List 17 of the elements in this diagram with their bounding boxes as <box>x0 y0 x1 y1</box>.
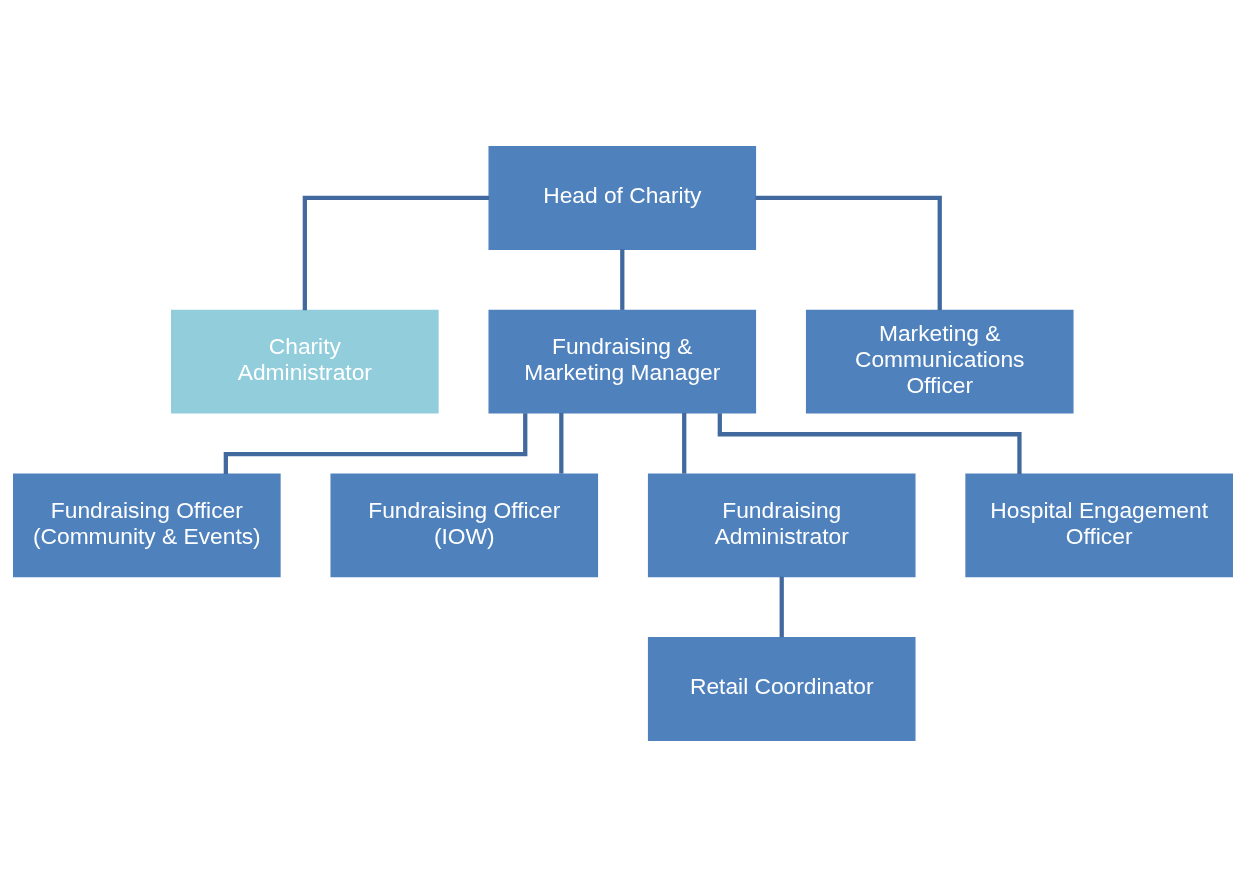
node-box: Charity Administrator <box>171 309 439 414</box>
connector <box>559 413 564 474</box>
connector <box>717 413 1022 474</box>
connector <box>223 413 528 474</box>
node-box: Fundraising Administrator <box>647 473 916 578</box>
node-box: Fundraising Officer (Community & Events) <box>13 473 281 578</box>
node-box: Marketing & Communications Officer <box>805 309 1074 414</box>
connector <box>779 576 784 638</box>
connector <box>682 413 687 474</box>
node-box: Fundraising & Marketing Manager <box>488 309 757 414</box>
connector <box>755 195 942 311</box>
connector <box>302 195 490 311</box>
connector <box>620 249 625 310</box>
node-box: Head of Charity <box>488 146 757 250</box>
node-box: Fundraising Officer (IOW) <box>330 473 599 578</box>
node-box: Retail Coordinator <box>647 637 916 741</box>
node-box: Hospital Engagement Officer <box>965 473 1233 578</box>
